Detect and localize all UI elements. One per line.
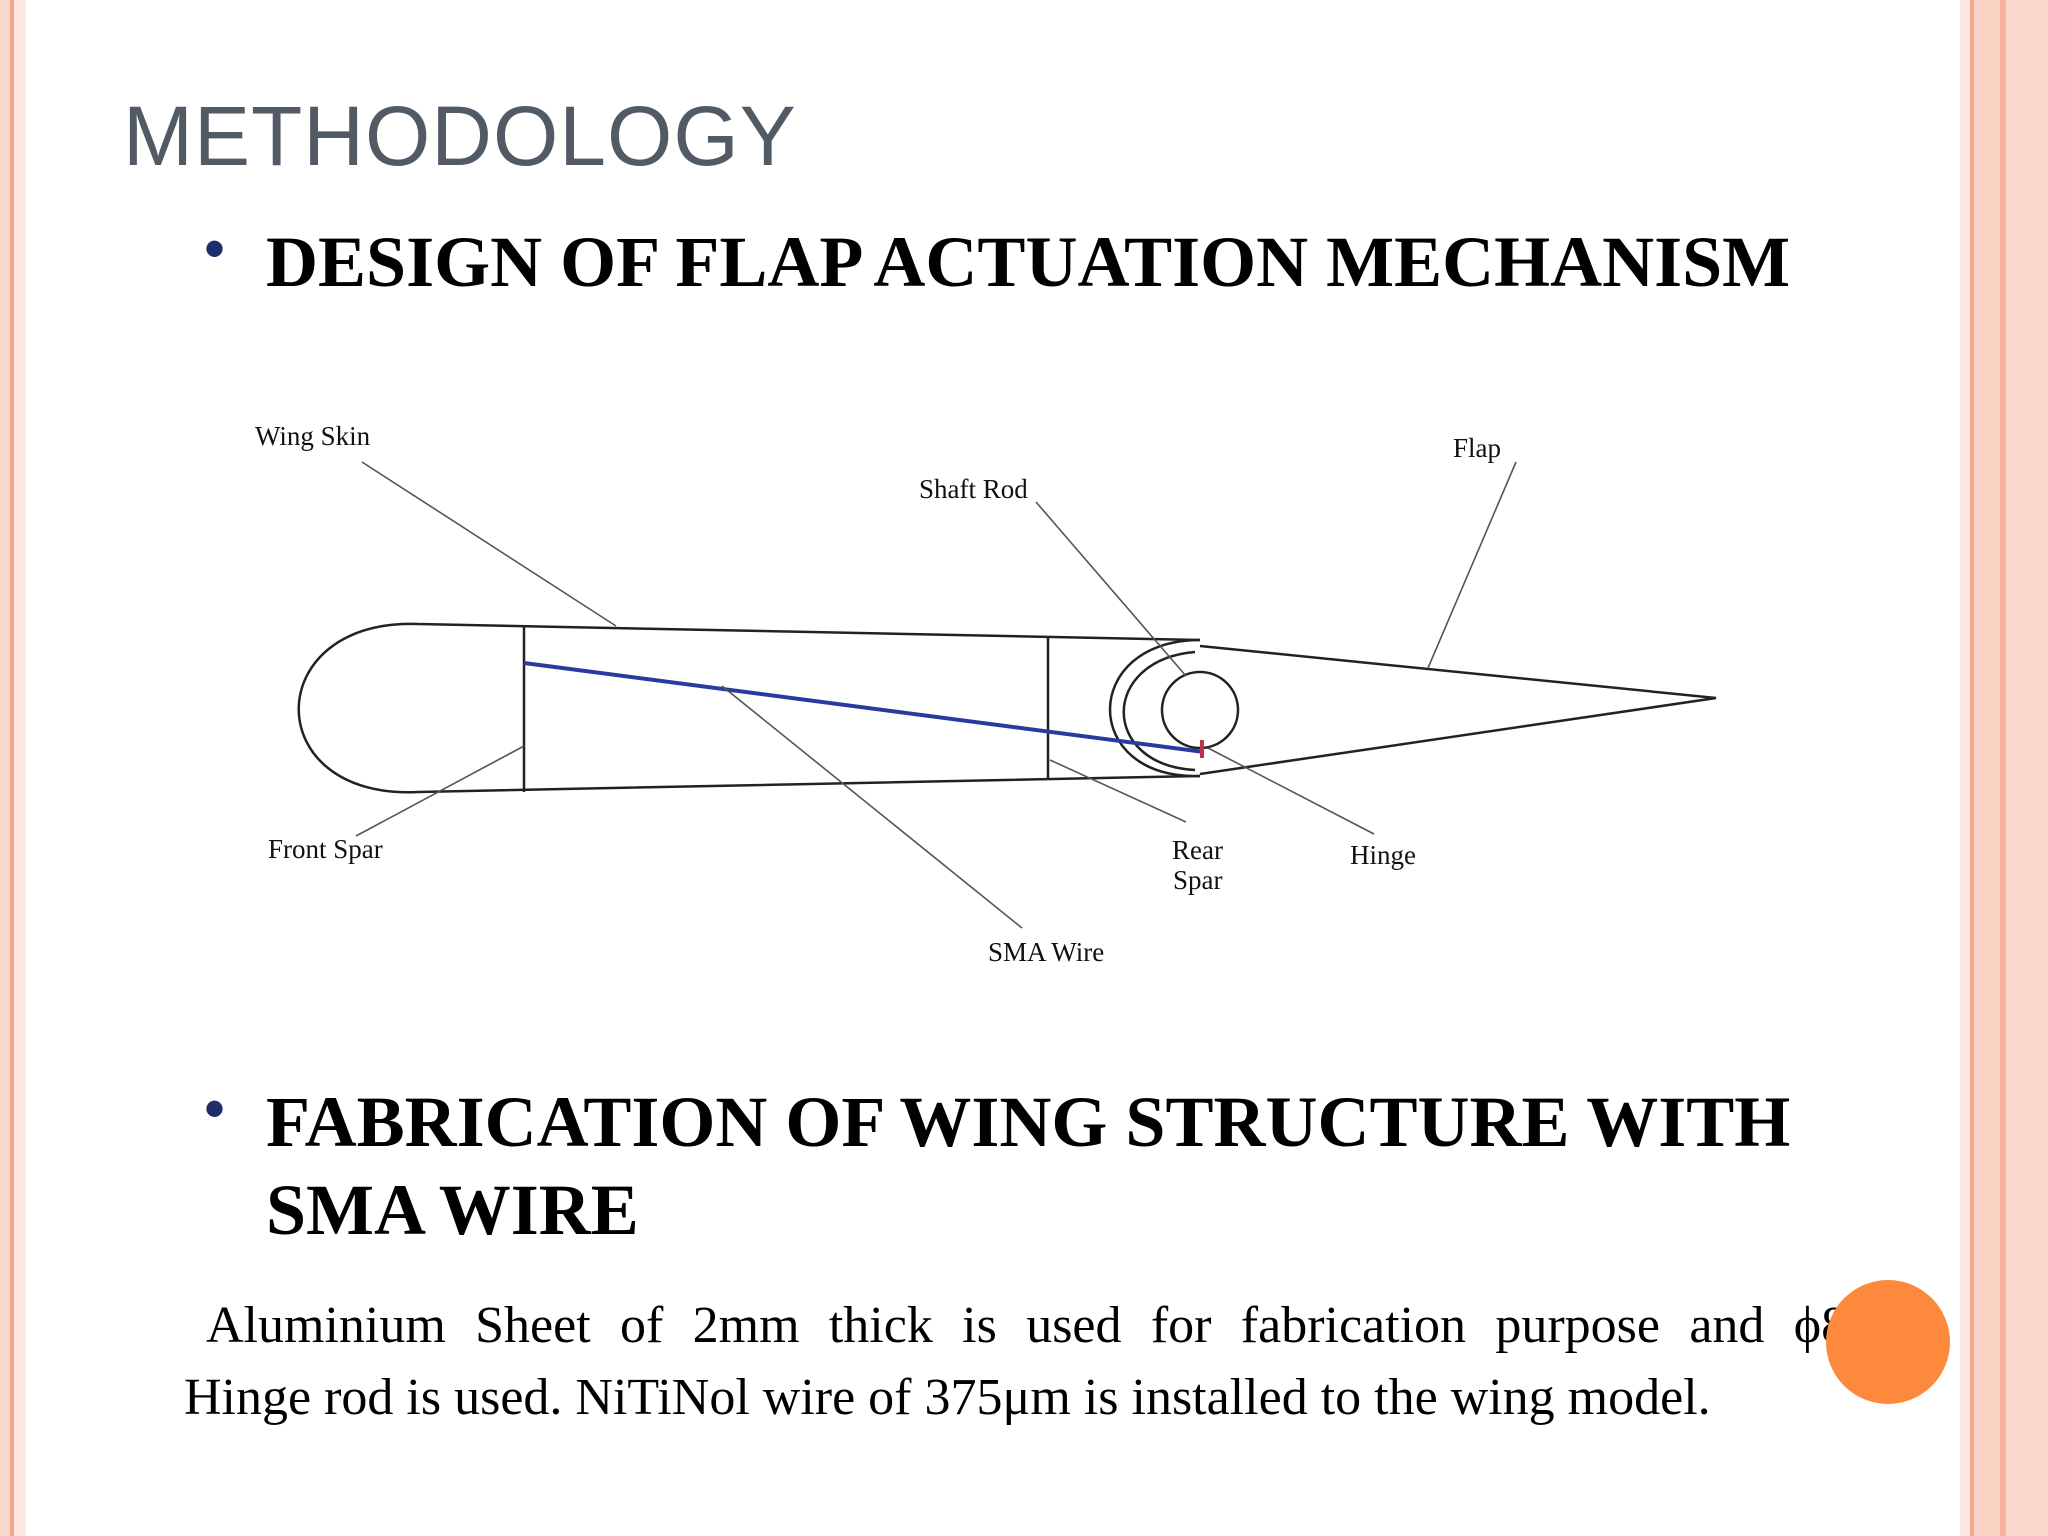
body-line-1: Aluminium Sheet of 2mm thick is used for… [206, 1297, 1928, 1354]
shaft-rod [1160, 670, 1240, 750]
leader-flap [1427, 461, 1517, 669]
heading-design: DESIGN OF FLAP ACTUATION MECHANISM [266, 222, 1791, 302]
hinge-arc-inner [1122, 650, 1196, 772]
leader-wing-skin [361, 461, 617, 627]
label-rear-spar-line2: Spar [1173, 865, 1223, 895]
hinge-arc-outer [1108, 638, 1201, 778]
leader-sma-wire [721, 685, 1023, 929]
label-hinge: Hinge [1350, 840, 1416, 870]
label-rear-spar-line1: Rear [1172, 835, 1223, 865]
label-sma-wire: SMA Wire [988, 937, 1104, 967]
sma-wire [523, 661, 1205, 754]
leader-hinge [1207, 747, 1375, 835]
label-shaft-rod: Shaft Rod [919, 474, 1028, 504]
bullet-dot-icon: • [204, 215, 226, 282]
left-border-decoration [0, 0, 26, 1536]
label-front-spar: Front Spar [268, 834, 383, 864]
body-paragraph: Aluminium Sheet of 2mm thick is used for… [184, 1290, 1928, 1434]
leader-rear-spar [1049, 759, 1187, 823]
leader-shaft-rod [1035, 501, 1187, 677]
label-wing-skin: Wing Skin [255, 421, 371, 451]
bullet-dot-icon: • [204, 1075, 226, 1142]
slide-title: METHODOLOGY [123, 89, 797, 183]
label-flap: Flap [1453, 433, 1501, 463]
body-line-2: Hinge rod is used. NiTiNol wire of 375μm… [184, 1369, 1711, 1426]
flap-outline [1199, 644, 1717, 776]
leader-front-spar [355, 745, 525, 837]
wing-skin-outline [297, 622, 1201, 794]
cursor-highlight-dot [1826, 1280, 1950, 1404]
right-border-decoration [1960, 0, 2048, 1536]
heading-fabrication: FABRICATION OF WING STRUCTURE WITH SMA W… [266, 1082, 1791, 1250]
